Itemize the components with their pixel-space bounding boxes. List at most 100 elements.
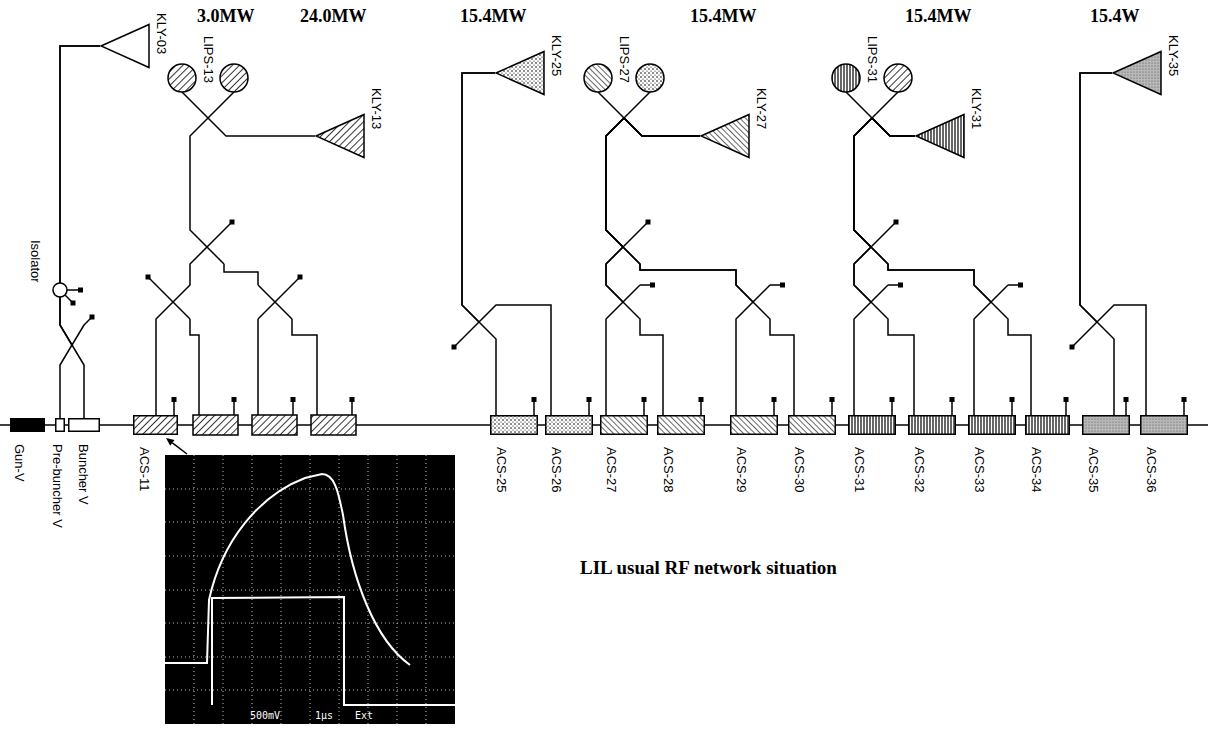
section-name: ACS-36	[1144, 447, 1158, 493]
accelerating-section: ACS-29	[730, 415, 778, 493]
accelerating-section-symbol	[657, 415, 705, 435]
accelerating-section	[193, 415, 238, 435]
accelerating-section: ACS-34	[1025, 415, 1070, 493]
section-outline	[909, 416, 956, 435]
pre-buncher: Pre-buncher V	[50, 418, 65, 528]
klystron-symbol	[495, 50, 545, 96]
pulse-trace	[212, 597, 455, 705]
section-name: Gun-V	[12, 444, 26, 482]
section-ground	[311, 415, 356, 435]
section-ground	[56, 419, 65, 432]
power-value: 15.4MW	[460, 6, 527, 26]
klystron-symbol	[1112, 50, 1162, 96]
klystron-outline	[316, 115, 364, 158]
lips-cavity	[584, 64, 612, 92]
accelerating-section	[252, 415, 297, 435]
section-outline	[969, 416, 1016, 435]
waveguide	[854, 118, 991, 415]
section-name: ACS-35	[1086, 447, 1100, 493]
section-outline	[658, 416, 705, 435]
section-ground	[491, 416, 538, 435]
section-name: ACS-29	[734, 447, 748, 493]
compressor-name: LIPS-31	[865, 36, 879, 83]
lips-cavity	[832, 64, 860, 92]
klystron-outline	[701, 115, 749, 158]
accelerating-section-symbol	[730, 415, 778, 435]
power-value: 15.4W	[1090, 6, 1140, 26]
section-ground	[909, 416, 956, 435]
klystron-name: KLY-13	[369, 88, 383, 129]
klystron-outline	[101, 25, 149, 68]
section-ground	[849, 416, 896, 435]
klystron-outline	[916, 115, 964, 158]
cavity-ground	[220, 64, 248, 92]
klystron-ground	[1113, 52, 1161, 95]
accelerating-section: ACS-35	[1082, 415, 1130, 493]
waveguide	[606, 118, 700, 415]
klystron-ground	[701, 115, 749, 158]
waveguide	[60, 46, 100, 418]
electron-gun-symbol	[10, 418, 45, 432]
section-ground	[1083, 416, 1130, 435]
klystron: KLY-25	[495, 35, 563, 96]
accelerating-section-symbol	[600, 415, 648, 435]
section-ground	[11, 419, 45, 432]
section-outline	[69, 419, 100, 432]
klystron-outline	[1113, 52, 1161, 95]
section-name: ACS-27	[604, 447, 618, 493]
accelerating-section: ACS-33	[968, 415, 1016, 493]
klystron-name: KLY-31	[969, 88, 983, 129]
accelerating-section-symbol	[908, 415, 956, 435]
klystron-ground	[316, 115, 364, 158]
waveguide	[854, 118, 915, 415]
accelerating-section-symbol	[968, 415, 1016, 435]
scope-setting: 1μs	[315, 710, 333, 722]
oscilloscope-screen	[165, 455, 455, 724]
klystron-symbol	[100, 23, 150, 69]
accelerating-section: ACS-30	[788, 415, 836, 493]
klystron: KLY-31	[915, 88, 983, 159]
waveguide	[462, 73, 551, 415]
section-ground	[546, 416, 593, 435]
accelerating-section-symbol	[545, 415, 593, 435]
accelerating-section-symbol	[848, 415, 896, 435]
klystron: KLY-03	[100, 13, 168, 69]
section-name: ACS-25	[494, 447, 508, 493]
lips-cavity	[168, 64, 196, 92]
cavity-ground	[168, 64, 196, 92]
klystron-name: KLY-27	[754, 88, 768, 129]
section-outline	[1083, 416, 1130, 435]
accelerating-section: ACS-25	[490, 415, 538, 493]
pre-buncher-symbol	[55, 418, 65, 432]
accelerating-section	[311, 415, 356, 435]
section-name: ACS-28	[661, 447, 675, 493]
section-ground	[69, 419, 100, 432]
klystron-ground	[101, 25, 149, 68]
cavity-ground	[884, 64, 912, 92]
buncher: Buncher V	[68, 418, 100, 505]
section-ground	[1141, 416, 1188, 435]
electron-gun: Gun-V	[10, 418, 45, 482]
cavity-ground	[584, 64, 612, 92]
klystron-symbol	[315, 113, 365, 159]
section-ground	[193, 415, 238, 435]
accelerating-section: ACS-11	[133, 415, 178, 492]
waveguide	[462, 73, 496, 415]
accelerating-section-symbol	[490, 415, 538, 435]
compressor-name: LIPS-13	[201, 36, 215, 83]
klystron-name: KLY-03	[154, 13, 168, 54]
accelerating-section: ACS-27	[600, 415, 648, 493]
section-name: Pre-buncher V	[50, 444, 64, 528]
section-ground	[134, 416, 178, 435]
klystron: KLY-35	[1112, 35, 1180, 96]
load-terminal	[90, 220, 1075, 350]
section-outline	[601, 416, 648, 435]
klystron-name: KLY-35	[1166, 35, 1180, 76]
klystron-symbol	[700, 113, 750, 159]
waveguide	[60, 46, 100, 418]
section-outline	[491, 416, 538, 435]
section-outline	[56, 419, 65, 432]
klystron: KLY-13	[315, 88, 383, 159]
